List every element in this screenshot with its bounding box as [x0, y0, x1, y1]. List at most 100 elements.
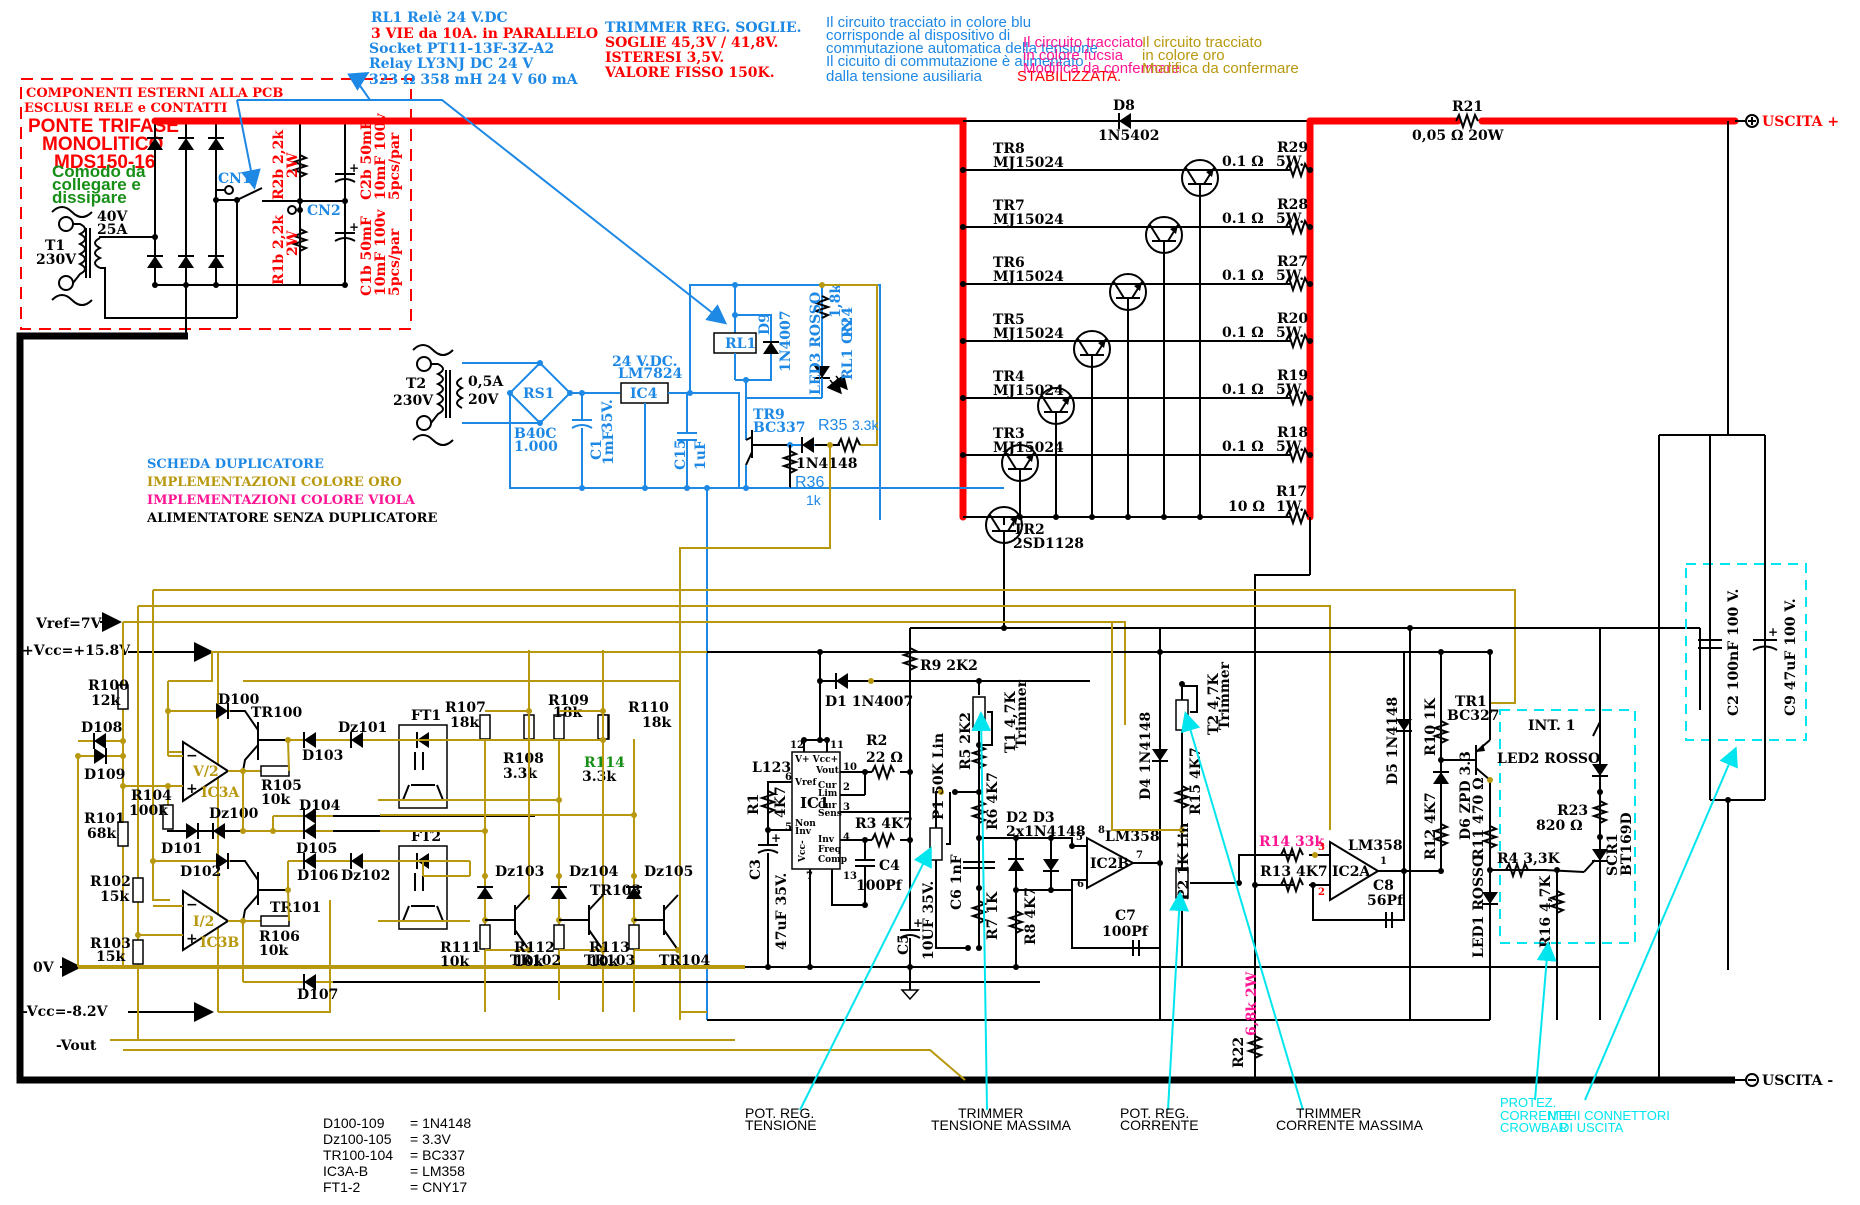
svg-text:corrisponde al dispositivo di: corrisponde al dispositivo di [826, 27, 1010, 44]
resistor-icon [479, 714, 491, 740]
resistor-r36: R36 1k [746, 445, 824, 508]
svg-text:C9 47uF 100 V.: C9 47uF 100 V. [1783, 598, 1799, 716]
component-label: 15k [100, 889, 129, 905]
svg-text:7: 7 [1136, 850, 1143, 861]
svg-text:R1: R1 [746, 794, 762, 815]
component-label: R112 [514, 940, 555, 956]
svg-text:CN1: CN1 [218, 171, 252, 187]
callout-labels: POT. REG. TENSIONE TRIMMER TENSIONE MASS… [745, 1095, 1670, 1135]
svg-text:10mF 100v: 10mF 100v [373, 113, 389, 200]
svg-text:+: + [349, 220, 359, 234]
fuchsia-note: Il circuito tracciato in colore fucsia M… [1023, 34, 1180, 77]
legend-item: SCHEDA DUPLICATORE [147, 457, 324, 472]
relay-rl1[interactable]: RL1 [713, 282, 772, 383]
parts-table-key: FT1-2 [323, 1179, 361, 1195]
component-label: R105 [261, 778, 302, 794]
svg-text:IC2A: IC2A [1332, 864, 1371, 880]
capacitor-c3: + C3 47uF 35V. [748, 830, 813, 970]
resistor-r2: R2 22 Ω [862, 733, 913, 779]
svg-text:2W: 2W [285, 230, 301, 256]
svg-text:R36: R36 [795, 474, 824, 491]
svg-text:TR1: TR1 [1455, 694, 1487, 710]
component-label: Dz101 [338, 720, 387, 736]
potentiometer-p2[interactable]: P2 1K Lin [1175, 823, 1255, 967]
resistor-r5-r6-r7: R5 2K2 R6 4K7 R7 1K [955, 712, 1001, 951]
svg-text:D4 1N4148: D4 1N4148 [1138, 712, 1154, 800]
resistor-value: 0.1 Ω [1222, 382, 1264, 398]
svg-text:R4 3,3K: R4 3,3K [1497, 851, 1561, 867]
component-label: R108 [503, 751, 544, 767]
svg-text:+: + [913, 916, 923, 930]
svg-text:TRIMMER: TRIMMER [1296, 1105, 1361, 1121]
svg-text:4K7: 4K7 [773, 786, 789, 818]
rail-labels: Vref=7V +Vcc=+15.8V 0V -Vcc=-8.2V -Vout [22, 612, 214, 1054]
transistor-tr9: TR9 BC337 [743, 407, 805, 491]
component-label: 15k [96, 949, 125, 965]
output-caps-box: + C2 100nF 100 V. C9 47uF 100 V. [1658, 434, 1807, 1080]
crowbar-box: INT. 1 LED2 ROSSO [1497, 709, 1636, 944]
svg-text:in colore oro: in colore oro [1142, 47, 1225, 64]
svg-text:POT. REG.: POT. REG. [745, 1105, 814, 1121]
svg-text:SCR1: SCR1 [1605, 833, 1621, 876]
svg-text:TR2: TR2 [1013, 522, 1045, 538]
capacitor-c15: C15 1uF [673, 390, 709, 491]
cn2-connector[interactable]: CN2 [287, 203, 341, 219]
svg-text:D5 1N4148: D5 1N4148 [1385, 697, 1401, 785]
svg-text:47uF 35V.: 47uF 35V. [774, 873, 790, 950]
output-negative-terminal[interactable]: USCITA - [1735, 1073, 1833, 1089]
parts-table-key: D100-109 [323, 1115, 385, 1131]
potentiometer-p1[interactable]: P1 50K Lin [929, 733, 968, 949]
resistor-icon [553, 924, 565, 950]
cn1-switch[interactable]: CN1 [213, 171, 263, 318]
component-label: 68k [87, 826, 116, 842]
svg-text:C5: C5 [896, 934, 912, 955]
component-label: TR102 [510, 953, 561, 969]
resistor-name: R28 [1277, 197, 1308, 213]
output-positive-terminal[interactable]: USCITA + [1735, 114, 1839, 130]
svg-text:230V: 230V [36, 252, 77, 268]
component-label: D105 [296, 841, 337, 857]
svg-text:Modifica da confermare: Modifica da confermare [1142, 60, 1299, 77]
svg-text:R2: R2 [866, 733, 887, 749]
svg-text:Non: Non [795, 819, 816, 829]
switch-int1[interactable] [1592, 710, 1601, 764]
svg-text:R17: R17 [1276, 484, 1307, 500]
svg-text:R8 4K7: R8 4K7 [1023, 887, 1039, 945]
svg-text:22 Ω: 22 Ω [866, 750, 903, 766]
transistor-name: TR4 [993, 369, 1025, 385]
component-label: D100 [218, 692, 260, 708]
callout-arrows [799, 711, 1738, 1111]
svg-text:STABILIZZATA.: STABILIZZATA. [1017, 68, 1121, 85]
svg-text:100Pf: 100Pf [1102, 924, 1149, 940]
svg-text:R13 4K7: R13 4K7 [1260, 864, 1328, 880]
zener-icon [476, 886, 494, 900]
component-label: R102 [90, 874, 131, 890]
bridge-rs1: RS1 B40C 1.000 [507, 360, 573, 455]
svg-text:2: 2 [843, 782, 850, 793]
svg-text:1k: 1k [806, 492, 822, 508]
component-label: 10k [261, 792, 290, 808]
svg-text:−: − [186, 748, 198, 764]
svg-text:1N4148: 1N4148 [796, 456, 858, 472]
resistor-value: 0.1 Ω [1222, 154, 1264, 170]
svg-text:dissipare: dissipare [52, 188, 127, 207]
resistor-value: 0.1 Ω [1222, 439, 1264, 455]
svg-text:C15: C15 [673, 439, 689, 470]
svg-text:2x1N4148: 2x1N4148 [1006, 824, 1086, 840]
svg-text:commutazione automatica della: commutazione automatica della tensione [826, 40, 1098, 57]
svg-text:5: 5 [785, 822, 792, 833]
transistor-name: TR3 [993, 426, 1025, 442]
svg-text:R11 470 Ω: R11 470 Ω [1471, 777, 1487, 860]
svg-text:C2 100nF 100 V.: C2 100nF 100 V. [1726, 589, 1742, 716]
svg-text:Vcc-: Vcc- [798, 840, 808, 863]
svg-text:CORRENTE: CORRENTE [1120, 1117, 1199, 1133]
svg-text:LM7824: LM7824 [618, 366, 683, 382]
component-label: D103 [302, 748, 343, 764]
svg-text:0,05 Ω 20W: 0,05 Ω 20W [1412, 128, 1504, 144]
resistor-wattage: 5W. [1276, 211, 1304, 227]
svg-text:3.3k: 3.3k [852, 417, 879, 433]
svg-text:Lim: Lim [818, 789, 838, 799]
svg-text:3 VIE da 10A. in PARALLELO: 3 VIE da 10A. in PARALLELO [371, 26, 598, 42]
svg-text:BT169D: BT169D [1619, 812, 1635, 876]
